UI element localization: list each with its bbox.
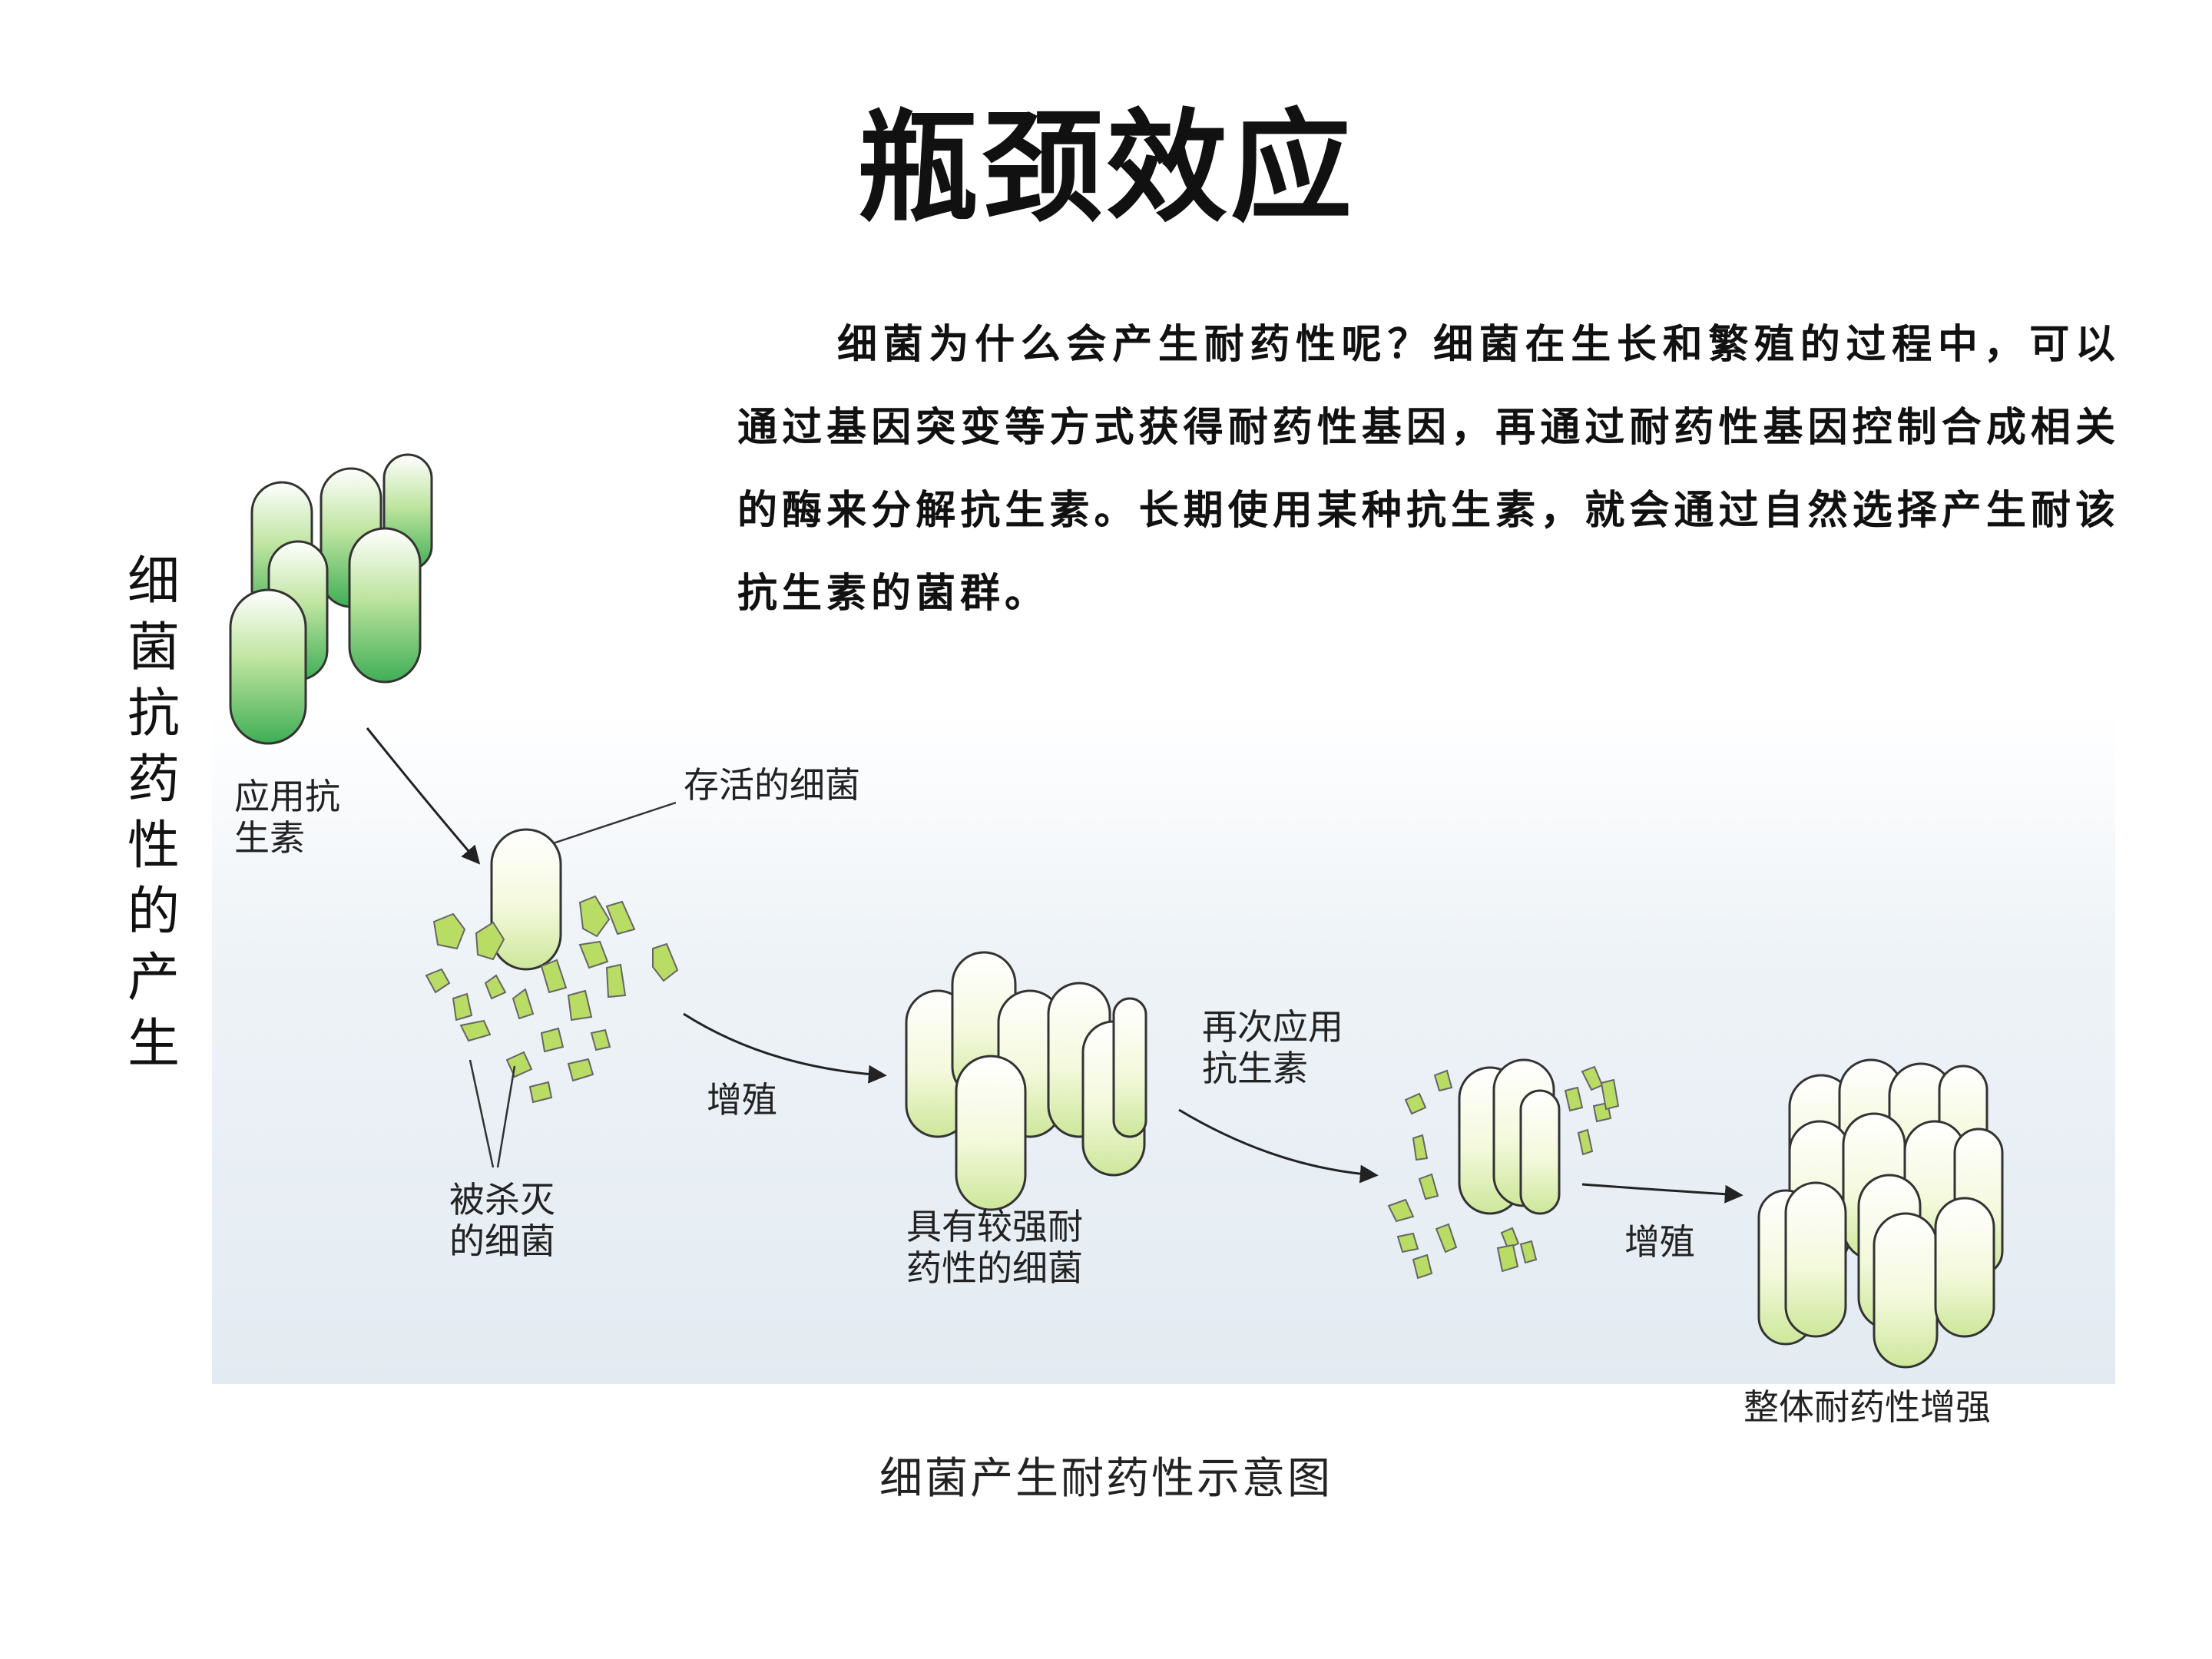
debris-fragment xyxy=(459,1019,492,1042)
debris-fragment xyxy=(605,900,636,935)
debris-fragment xyxy=(1519,1240,1538,1264)
debris-fragment xyxy=(425,968,451,994)
figure-caption: 细菌产生耐药性示意图 xyxy=(879,1454,1333,1504)
pointer-killed-1 xyxy=(469,1059,495,1168)
killed-debris-group xyxy=(425,895,679,1104)
debris-fragment xyxy=(1577,1128,1594,1156)
debris-fragment xyxy=(475,921,505,961)
debris-fragment xyxy=(652,942,679,982)
debris-fragment xyxy=(505,1051,533,1078)
debris-fragment xyxy=(512,988,535,1020)
debris-fragment xyxy=(528,1081,553,1104)
debris-fragment xyxy=(1412,1134,1429,1161)
debris-fragment xyxy=(484,974,507,1000)
survivor-group xyxy=(490,828,562,971)
surviving-bacterium xyxy=(1519,1089,1561,1215)
bacterium-cell xyxy=(955,1055,1027,1211)
debris-fragment xyxy=(1435,1223,1458,1253)
debris-fragment xyxy=(567,989,593,1022)
label-surviving-bacteria: 存活的细菌 xyxy=(684,764,860,806)
bacterium-cell xyxy=(1112,997,1147,1138)
debris-fragment xyxy=(605,963,627,998)
bacterium-cell xyxy=(1934,1197,1995,1338)
debris-fragment xyxy=(1564,1086,1584,1112)
debris-fragment xyxy=(578,940,609,969)
label-reapply-antibiotic: 再次应用抗生素 xyxy=(1202,1006,1343,1089)
debris-fragment xyxy=(1404,1092,1427,1115)
debris-fragment xyxy=(567,1058,594,1082)
debris-fragment xyxy=(1500,1227,1520,1250)
resistant-bacteria-group xyxy=(905,951,1147,1211)
debris-fragment xyxy=(1581,1065,1604,1091)
label-proliferate-1: 增殖 xyxy=(707,1079,777,1121)
bacterium-cell xyxy=(1873,1212,1939,1369)
label-proliferate-2: 增殖 xyxy=(1624,1221,1695,1263)
debris-fragment xyxy=(1600,1078,1620,1111)
explanation-paragraph: 细菌为什么会产生耐药性呢？细菌在生长和繁殖的过程中，可以通过基因突变等方式获得耐… xyxy=(737,321,2120,617)
second-debris-group xyxy=(1387,1065,1620,1280)
label-overall-resistance: 整体耐药性增强 xyxy=(1743,1386,1991,1428)
debris-fragment xyxy=(1496,1243,1519,1273)
pointer-killed-2 xyxy=(496,1065,516,1168)
debris-fragment xyxy=(590,1028,611,1051)
bacterium-cell xyxy=(1784,1181,1847,1338)
initial-bacteria-group xyxy=(229,453,433,745)
debris-fragment xyxy=(540,1027,565,1053)
label-resistant-bacteria: 具有较强耐药性的细菌 xyxy=(906,1206,1083,1289)
label-killed-bacteria: 被杀灭的细菌 xyxy=(449,1179,555,1262)
debris-fragment xyxy=(578,895,611,938)
bacterium-cell xyxy=(348,527,422,684)
debris-fragment xyxy=(1396,1232,1419,1253)
arrow-proliferate-2 xyxy=(1581,1183,1743,1204)
arrow-proliferate-1 xyxy=(683,1012,887,1084)
surviving-bacterium xyxy=(490,828,562,971)
arrow-reapply-antibiotic xyxy=(1178,1108,1379,1184)
debris-fragment xyxy=(1418,1173,1439,1200)
side-label: 细菌抗药性的产生 xyxy=(127,551,180,1075)
second-survivor-group xyxy=(1458,1058,1561,1215)
label-apply-antibiotic: 应用抗生素 xyxy=(234,776,340,859)
pointer-surviving xyxy=(552,801,677,845)
debris-fragment xyxy=(540,959,568,994)
final-bacteria-group xyxy=(1757,1058,2004,1369)
debris-fragment xyxy=(1433,1069,1453,1092)
page-title: 瓶颈效应 xyxy=(857,98,1355,239)
debris-fragment xyxy=(1387,1198,1415,1223)
debris-fragment xyxy=(1412,1253,1433,1280)
debris-fragment xyxy=(452,992,473,1022)
bacterium-cell xyxy=(229,588,307,745)
debris-fragment xyxy=(432,912,466,950)
arrow-apply-antibiotic xyxy=(366,727,481,865)
